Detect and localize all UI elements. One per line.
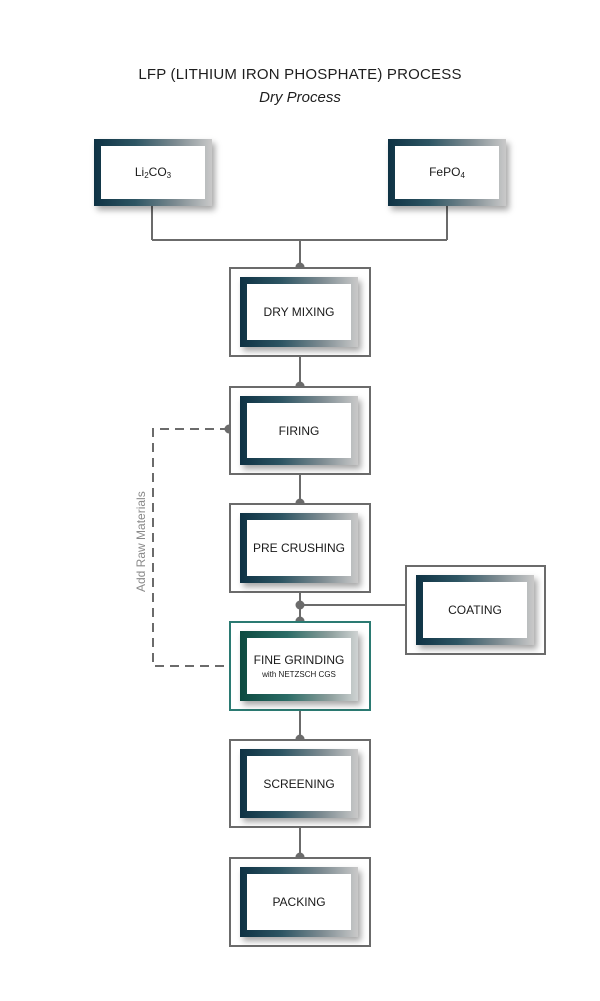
step-screening-box: SCREENING bbox=[240, 749, 358, 818]
step-dry-mixing-box: DRY MIXING bbox=[240, 277, 358, 347]
step-screening-label: SCREENING bbox=[263, 776, 335, 791]
step-firing-label: FIRING bbox=[278, 423, 320, 438]
diagram-title: LFP (LITHIUM IRON PHOSPHATE) PROCESS bbox=[138, 66, 462, 83]
step-pre-crushing-box: PRE CRUSHING bbox=[240, 513, 358, 583]
step-fine-grinding-box: FINE GRINDING with NETZSCH CGS bbox=[240, 631, 358, 701]
step-coating-label: COATING bbox=[448, 603, 502, 617]
step-packing-label: PACKING bbox=[272, 895, 326, 909]
input-fepo4-box: FePO4 bbox=[388, 139, 506, 206]
step-packing-box: PACKING bbox=[240, 867, 358, 937]
node-dot bbox=[295, 600, 305, 610]
input-fepo4-label: FePO4 bbox=[395, 146, 499, 199]
loop-label: Add Raw Materials bbox=[134, 491, 148, 592]
diagram-subtitle: Dry Process bbox=[259, 89, 341, 106]
input-li2co3-box: Li2CO3 bbox=[94, 139, 212, 206]
step-fine-grinding-sublabel: with NETZSCH CGS bbox=[262, 670, 336, 679]
step-coating-box: COATING bbox=[416, 575, 534, 645]
step-pre-crushing-label: PRE CRUSHING bbox=[252, 541, 345, 555]
step-dry-mixing-label: DRY MIXING bbox=[263, 305, 335, 319]
input-li2co3-label: Li2CO3 bbox=[101, 146, 205, 199]
loop-dashed-line bbox=[152, 428, 229, 667]
step-fine-grinding-label: FINE GRINDING bbox=[253, 653, 345, 667]
step-firing-box: FIRING bbox=[240, 396, 358, 465]
